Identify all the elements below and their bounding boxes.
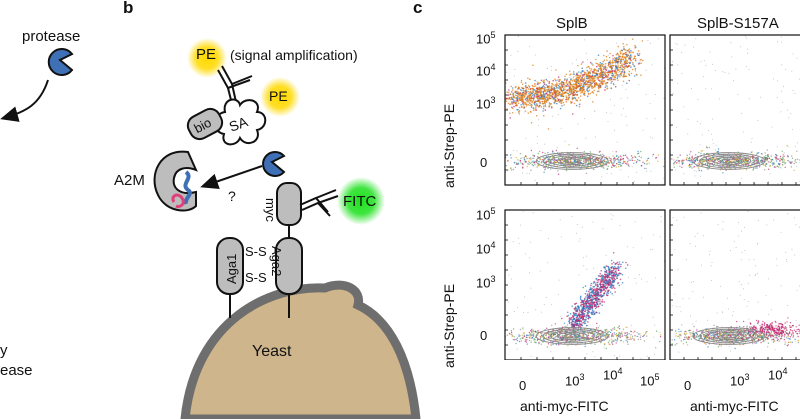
xtick-left-1e4: 104 bbox=[603, 366, 623, 383]
myc-tag bbox=[276, 182, 302, 226]
fitc-antibody bbox=[299, 189, 339, 217]
xtick-left-zero: 0 bbox=[519, 378, 527, 393]
a2m-bait bbox=[183, 170, 192, 205]
aga2 bbox=[275, 237, 303, 295]
ytick-bot-1e5: 105 bbox=[476, 206, 496, 223]
arrow-to-a2m-icon bbox=[200, 165, 263, 189]
xtick-left-1e5: 105 bbox=[640, 372, 660, 389]
pe-glow-right bbox=[260, 77, 300, 117]
panel-a-graphic bbox=[0, 48, 74, 122]
signal-amplification-label: (signal amplification) bbox=[230, 47, 358, 63]
ylabel-bottom: anti-Strep-PE bbox=[441, 283, 457, 368]
pe-label-right: PE bbox=[269, 88, 288, 104]
curved-arrow-icon bbox=[0, 79, 49, 122]
ytick-bot-1e3: 103 bbox=[476, 274, 496, 291]
xlabel-right: anti-myc-FITC bbox=[690, 398, 779, 414]
protease-label: protease bbox=[22, 28, 81, 45]
panel-c-letter: c bbox=[413, 0, 423, 17]
ss-bond-2: S-S bbox=[245, 270, 267, 285]
ylabel-top: anti-Strep-PE bbox=[441, 103, 457, 188]
ytick-top-1e3: 103 bbox=[476, 95, 496, 112]
streptavidin bbox=[214, 98, 267, 146]
ytick-bot-zero: 0 bbox=[480, 328, 488, 343]
pe-glow-top bbox=[187, 38, 227, 78]
aga1-label: Aga1 bbox=[224, 253, 239, 284]
ytick-bot-1e4: 104 bbox=[476, 240, 496, 257]
protease-icon bbox=[47, 48, 74, 76]
flow-plots bbox=[504, 34, 800, 360]
a2m-protein bbox=[153, 150, 198, 212]
col-title-splb-s157a: SplB-S157A bbox=[697, 15, 779, 32]
xtick-left-1e3: 103 bbox=[565, 372, 585, 389]
xtick-right-1e4: 104 bbox=[768, 366, 788, 383]
pe-antibody bbox=[217, 65, 253, 105]
xlabel-left: anti-myc-FITC bbox=[520, 398, 609, 414]
aga2-label: Aga2 bbox=[269, 246, 284, 277]
aga1 bbox=[216, 237, 244, 295]
plot-splb-top bbox=[504, 34, 666, 186]
plot-s157a-bottom bbox=[669, 209, 800, 360]
fitc-glow bbox=[337, 177, 385, 225]
bio-tag bbox=[186, 107, 224, 141]
col-title-splb: SplB bbox=[556, 15, 588, 32]
fragment-text-2: ease bbox=[0, 362, 33, 379]
a2m-label: A2M bbox=[114, 172, 145, 189]
fragment-text-1: y bbox=[0, 342, 8, 359]
ytick-top-1e4: 104 bbox=[476, 62, 496, 79]
myc-label: myc bbox=[263, 198, 278, 222]
plot-s157a-top bbox=[669, 34, 800, 186]
yeast-label: Yeast bbox=[252, 343, 292, 360]
fitc-label: FITC bbox=[343, 193, 377, 210]
protease-icon-b bbox=[262, 151, 286, 177]
ytick-top-zero: 0 bbox=[480, 155, 488, 170]
panel-b-diagram bbox=[153, 38, 421, 419]
xtick-right-1e3: 103 bbox=[730, 372, 750, 389]
panel-b-letter: b bbox=[123, 0, 134, 17]
question-mark: ? bbox=[228, 188, 236, 204]
pe-label-top: PE bbox=[196, 46, 217, 63]
yeast-cell bbox=[180, 280, 421, 419]
xtick-right-zero: 0 bbox=[684, 378, 692, 393]
a2m-hook-icon bbox=[171, 193, 185, 208]
plot-splb-bottom bbox=[504, 209, 666, 360]
ytick-top-1e5: 105 bbox=[476, 30, 496, 47]
ss-bond-1: S-S bbox=[245, 244, 267, 259]
